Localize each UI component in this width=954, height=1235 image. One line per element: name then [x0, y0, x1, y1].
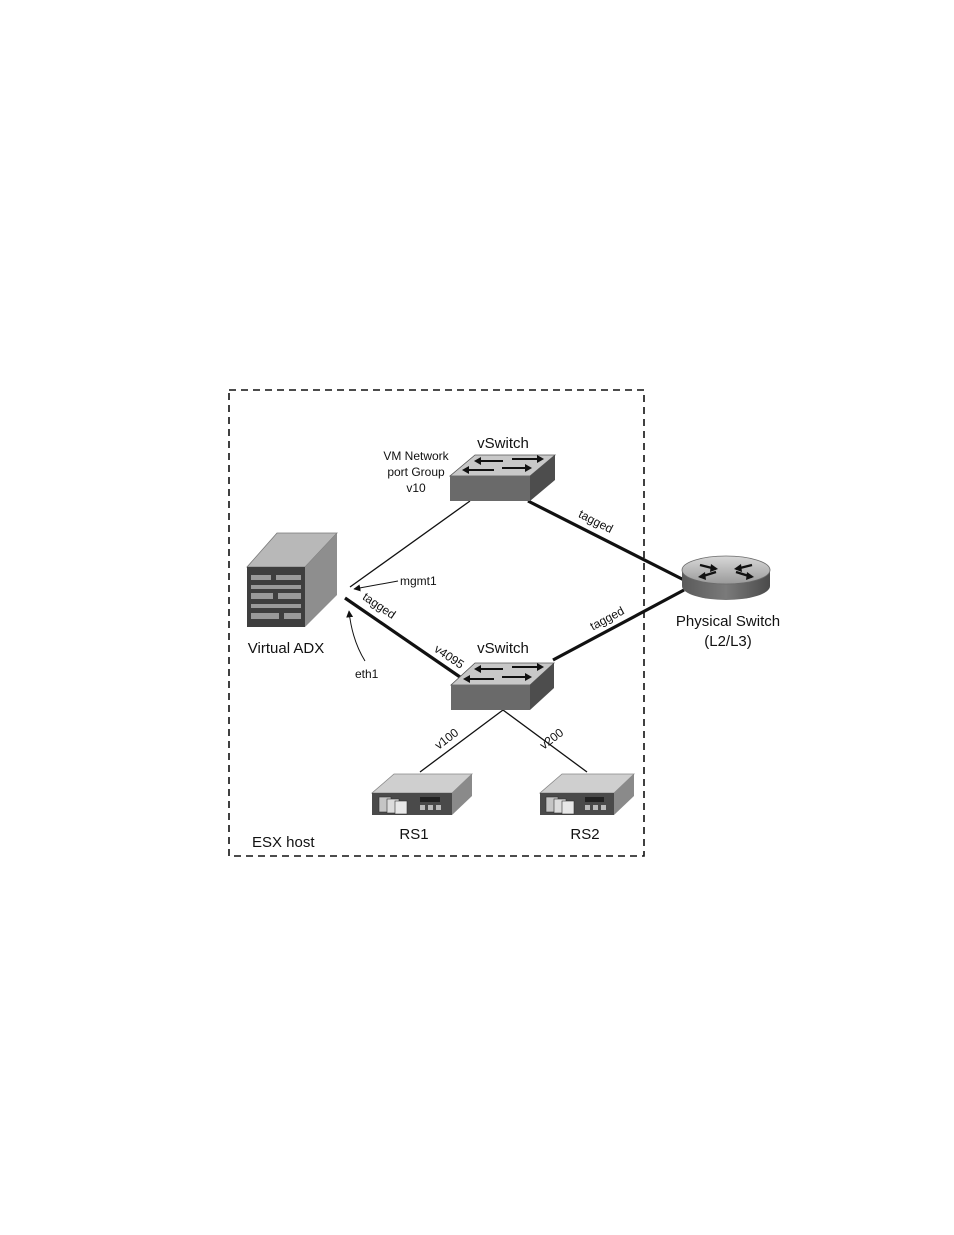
- rs1-label: RS1: [399, 826, 428, 843]
- physical-switch-icon: [682, 556, 770, 600]
- virtual-adx-label: Virtual ADX: [248, 640, 324, 657]
- tagged-label-adx-link: tagged: [360, 590, 398, 622]
- port-group-line-1: VM Network: [383, 449, 449, 463]
- server-rs1-icon: [372, 774, 472, 815]
- mgmt1-port-label: mgmt1: [400, 574, 437, 588]
- rs2-label: RS2: [570, 826, 599, 843]
- physical-switch-label-2: (L2/L3): [704, 633, 752, 650]
- v100-label: v100: [432, 725, 461, 752]
- tagged-label-top-link: tagged: [576, 507, 615, 536]
- physical-switch-label-1: Physical Switch: [676, 613, 780, 630]
- vswitch-top-icon: [450, 455, 555, 501]
- port-group-line-2: port Group: [387, 465, 445, 479]
- vswitch-top-label: vSwitch: [477, 435, 529, 452]
- eth1-port-label: eth1: [355, 667, 379, 681]
- v4095-label: v4095: [432, 642, 467, 672]
- v200-label: v200: [537, 725, 566, 752]
- link-adx-to-bottom-vswitch: [345, 598, 460, 677]
- link-bottom-vswitch-to-physical: [553, 590, 684, 660]
- esx-host-label: ESX host: [252, 834, 315, 851]
- virtual-adx-icon: [247, 533, 337, 627]
- eth1-pointer-arrow: [349, 611, 365, 661]
- vswitch-bottom-icon: [451, 663, 554, 710]
- vswitch-bottom-label: vSwitch: [477, 640, 529, 657]
- server-rs2-icon: [540, 774, 634, 815]
- port-group-line-3: v10: [406, 481, 426, 495]
- mgmt1-pointer-arrow: [354, 581, 398, 589]
- link-top-vswitch-to-physical: [528, 501, 684, 580]
- tagged-label-bottom-link: tagged: [588, 604, 627, 634]
